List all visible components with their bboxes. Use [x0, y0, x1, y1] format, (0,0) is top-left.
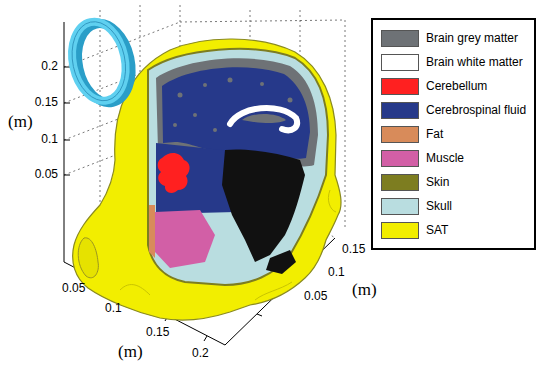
speckle [213, 128, 217, 132]
legend-swatch [381, 30, 419, 47]
legend-text: Cerebellum [426, 79, 487, 93]
legend-text: Skin [426, 175, 449, 189]
legend-text: SAT [426, 223, 448, 237]
speckle [178, 93, 183, 98]
legend-swatch [381, 78, 419, 95]
axis-unit-label: (m) [118, 342, 143, 362]
head [73, 39, 341, 320]
muscle-section [155, 210, 215, 268]
skull-section [148, 49, 328, 285]
tick-mark [64, 103, 70, 104]
legend-entry: SAT [381, 218, 526, 242]
legend-swatch [381, 222, 419, 239]
legend-text: Muscle [426, 151, 464, 165]
tick-mark [64, 67, 70, 68]
legend-text: Cerebrospinal fluid [426, 103, 526, 117]
tick-mark [204, 336, 207, 341]
x-tick-label: 0.05 [62, 282, 85, 296]
brainstem-air-section [222, 149, 305, 262]
tms-coil [65, 16, 138, 109]
legend-swatch [381, 150, 419, 167]
legend-entry: Skin [381, 170, 526, 194]
axis-unit-label: (m) [352, 280, 377, 300]
speckle [173, 123, 177, 127]
legend-entry: Fat [381, 122, 526, 146]
z-tick-label: 0.2 [18, 60, 58, 74]
grid-line [345, 20, 346, 230]
white-matter-inner [242, 114, 286, 123]
coil-edge [65, 17, 132, 106]
white-matter-section [230, 108, 297, 130]
ear [78, 238, 98, 278]
speckle [260, 82, 264, 86]
fat-section [149, 205, 155, 258]
legend-swatch [381, 126, 419, 143]
coil-face [65, 17, 132, 106]
cerebellum-section [158, 153, 190, 193]
x-tick-label: 0.1 [105, 302, 122, 316]
legend-box: Brain grey matterBrain white matterCereb… [371, 18, 536, 250]
legend-swatch [381, 198, 419, 215]
z-tick-label: 0.15 [18, 96, 58, 110]
legend-swatch [381, 54, 419, 71]
speckle [203, 83, 207, 87]
legend-entry: Brain white matter [381, 50, 526, 74]
head-sat-surface [73, 39, 341, 320]
legend-text: Brain grey matter [426, 31, 518, 45]
speckle [288, 98, 293, 103]
x-tick-label: 0.2 [192, 347, 209, 361]
legend-text: Skull [426, 199, 452, 213]
speckle [193, 113, 197, 117]
legend-entry: Cerebrospinal fluid [381, 98, 526, 122]
tick-mark [64, 140, 70, 141]
z-axis-line [64, 22, 65, 262]
legend-text: Brain white matter [426, 55, 523, 69]
legend-entry: Muscle [381, 146, 526, 170]
tick-mark [257, 314, 262, 316]
y-tick-label: 0.05 [304, 290, 327, 304]
legend-entry: Brain grey matter [381, 26, 526, 50]
legend-text: Fat [426, 127, 443, 141]
csf-section [162, 67, 310, 159]
legend-swatch [381, 102, 419, 119]
z-tick-label: 0.05 [18, 168, 58, 182]
legend-entry: Skull [381, 194, 526, 218]
grid-line [180, 20, 345, 22]
legend-entry: Cerebellum [381, 74, 526, 98]
x-tick-label: 0.15 [146, 326, 169, 340]
z-tick-label: 0.1 [18, 133, 58, 147]
speckle [228, 78, 233, 83]
airway-section [266, 250, 296, 274]
legend-swatch [381, 174, 419, 191]
axis-unit-label: (m) [8, 112, 33, 132]
y-tick-label: 0.15 [342, 243, 365, 257]
tick-mark [64, 175, 70, 176]
y-tick-label: 0.1 [328, 266, 345, 280]
